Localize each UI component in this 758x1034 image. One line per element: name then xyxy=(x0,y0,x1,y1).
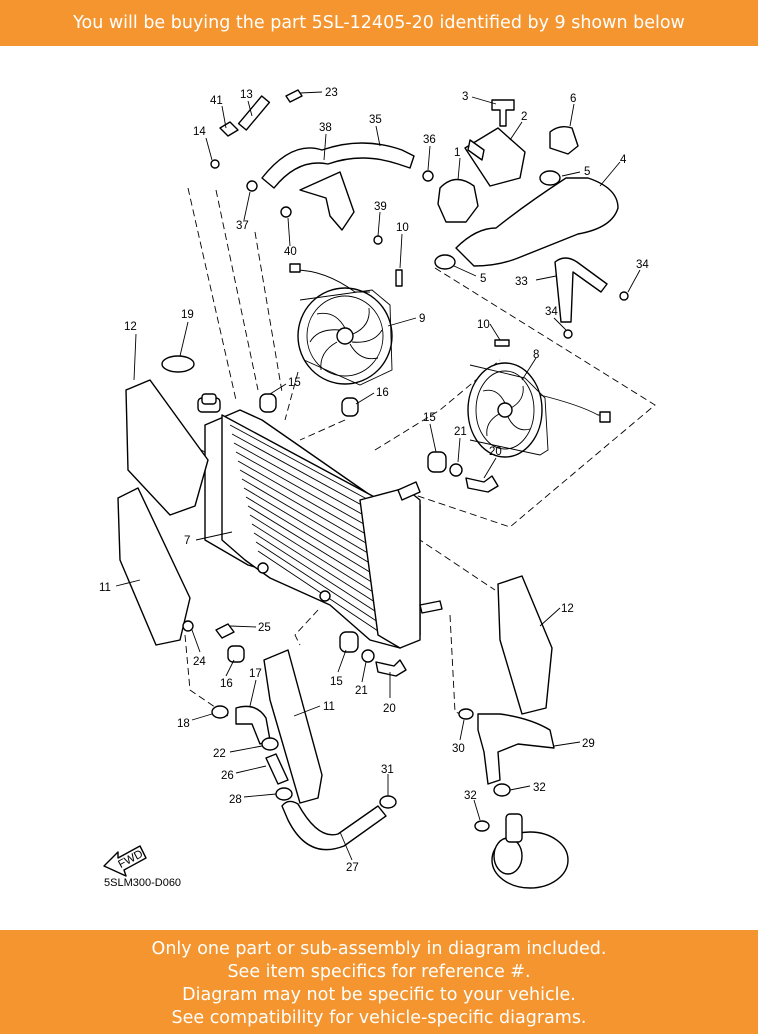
callout-12b: 12 xyxy=(561,603,574,615)
callout-16a: 16 xyxy=(376,387,389,399)
thermostat-group xyxy=(434,99,579,270)
callout-30: 30 xyxy=(452,743,465,755)
top-banner: You will be buying the part 5SL-12405-20… xyxy=(0,0,758,46)
bottom-banner: Only one part or sub-assembly in diagram… xyxy=(0,930,758,1034)
callout-10b: 10 xyxy=(477,319,490,331)
callout-10a: 10 xyxy=(396,222,409,234)
callout-13: 13 xyxy=(240,89,253,101)
callout-numbers: 41 13 23 14 38 35 36 3 2 6 1 5 4 37 40 3… xyxy=(99,87,649,874)
diagram-code: 5SLM300-D060 xyxy=(104,877,181,889)
radiator xyxy=(197,397,443,649)
callout-38: 38 xyxy=(319,122,332,134)
callout-31: 31 xyxy=(381,764,394,776)
callout-35: 35 xyxy=(369,114,382,126)
callout-5a: 5 xyxy=(584,166,590,178)
callout-34a: 34 xyxy=(636,259,649,271)
callout-21a: 21 xyxy=(454,426,467,438)
callout-32b: 32 xyxy=(464,790,477,802)
callout-11b: 11 xyxy=(323,701,335,713)
callout-14: 14 xyxy=(193,126,206,138)
callout-39: 39 xyxy=(374,201,387,213)
callout-26: 26 xyxy=(221,770,234,782)
fwd-arrow-icon: FWD xyxy=(103,845,147,877)
shroud-12-right xyxy=(497,575,553,715)
callout-6: 6 xyxy=(570,93,576,105)
shroud-11-left xyxy=(117,487,191,646)
footer-line-2: See item specifics for reference #. xyxy=(227,962,531,982)
callout-36: 36 xyxy=(423,134,436,146)
callout-23: 23 xyxy=(325,87,338,99)
callout-34b: 34 xyxy=(545,306,558,318)
callout-17: 17 xyxy=(249,668,262,680)
callout-12a: 12 xyxy=(124,321,137,333)
fan-8 xyxy=(467,362,611,458)
callout-15a: 15 xyxy=(288,377,301,389)
callout-27: 27 xyxy=(346,862,359,874)
callout-29: 29 xyxy=(582,738,595,750)
callout-15b: 15 xyxy=(423,412,436,424)
callout-16b: 16 xyxy=(220,678,233,690)
callout-2: 2 xyxy=(521,111,527,123)
callout-8: 8 xyxy=(533,349,539,361)
shroud-12-left xyxy=(125,379,209,516)
shrouds xyxy=(117,379,553,804)
callout-9: 9 xyxy=(419,313,425,325)
callout-7: 7 xyxy=(184,535,190,547)
footer-line-3: Diagram may not be specific to your vehi… xyxy=(182,985,576,1005)
callout-40: 40 xyxy=(284,246,297,258)
footer-line-1: Only one part or sub-assembly in diagram… xyxy=(151,939,607,959)
callout-3: 3 xyxy=(462,91,468,103)
callout-18: 18 xyxy=(177,718,190,730)
callout-25: 25 xyxy=(258,622,271,634)
oil-cooler xyxy=(491,813,569,889)
callout-19: 19 xyxy=(181,309,194,321)
callout-20a: 20 xyxy=(489,446,502,458)
footer-line-4: See compatibility for vehicle-specific d… xyxy=(171,1008,587,1028)
callout-24: 24 xyxy=(193,656,206,668)
callout-15c: 15 xyxy=(330,676,343,688)
fan-9 xyxy=(289,263,393,386)
callout-41: 41 xyxy=(210,95,223,107)
callout-33: 33 xyxy=(515,276,528,288)
banner-title: You will be buying the part 5SL-12405-20… xyxy=(73,13,685,33)
leader-lines xyxy=(115,91,641,861)
hoses xyxy=(235,142,619,851)
callout-5b: 5 xyxy=(480,273,486,285)
callout-32a: 32 xyxy=(533,782,546,794)
callout-37: 37 xyxy=(236,220,249,232)
radiator-parts-diagram: FWD xyxy=(99,87,656,889)
hardware xyxy=(161,89,629,832)
callout-20b: 20 xyxy=(383,703,396,715)
callout-21b: 21 xyxy=(355,685,368,697)
callout-11a: 11 xyxy=(99,582,111,594)
callout-28: 28 xyxy=(229,794,242,806)
callout-1: 1 xyxy=(454,147,460,159)
callout-4: 4 xyxy=(620,154,627,166)
shroud-11-lower xyxy=(263,649,323,804)
callout-22: 22 xyxy=(213,748,226,760)
